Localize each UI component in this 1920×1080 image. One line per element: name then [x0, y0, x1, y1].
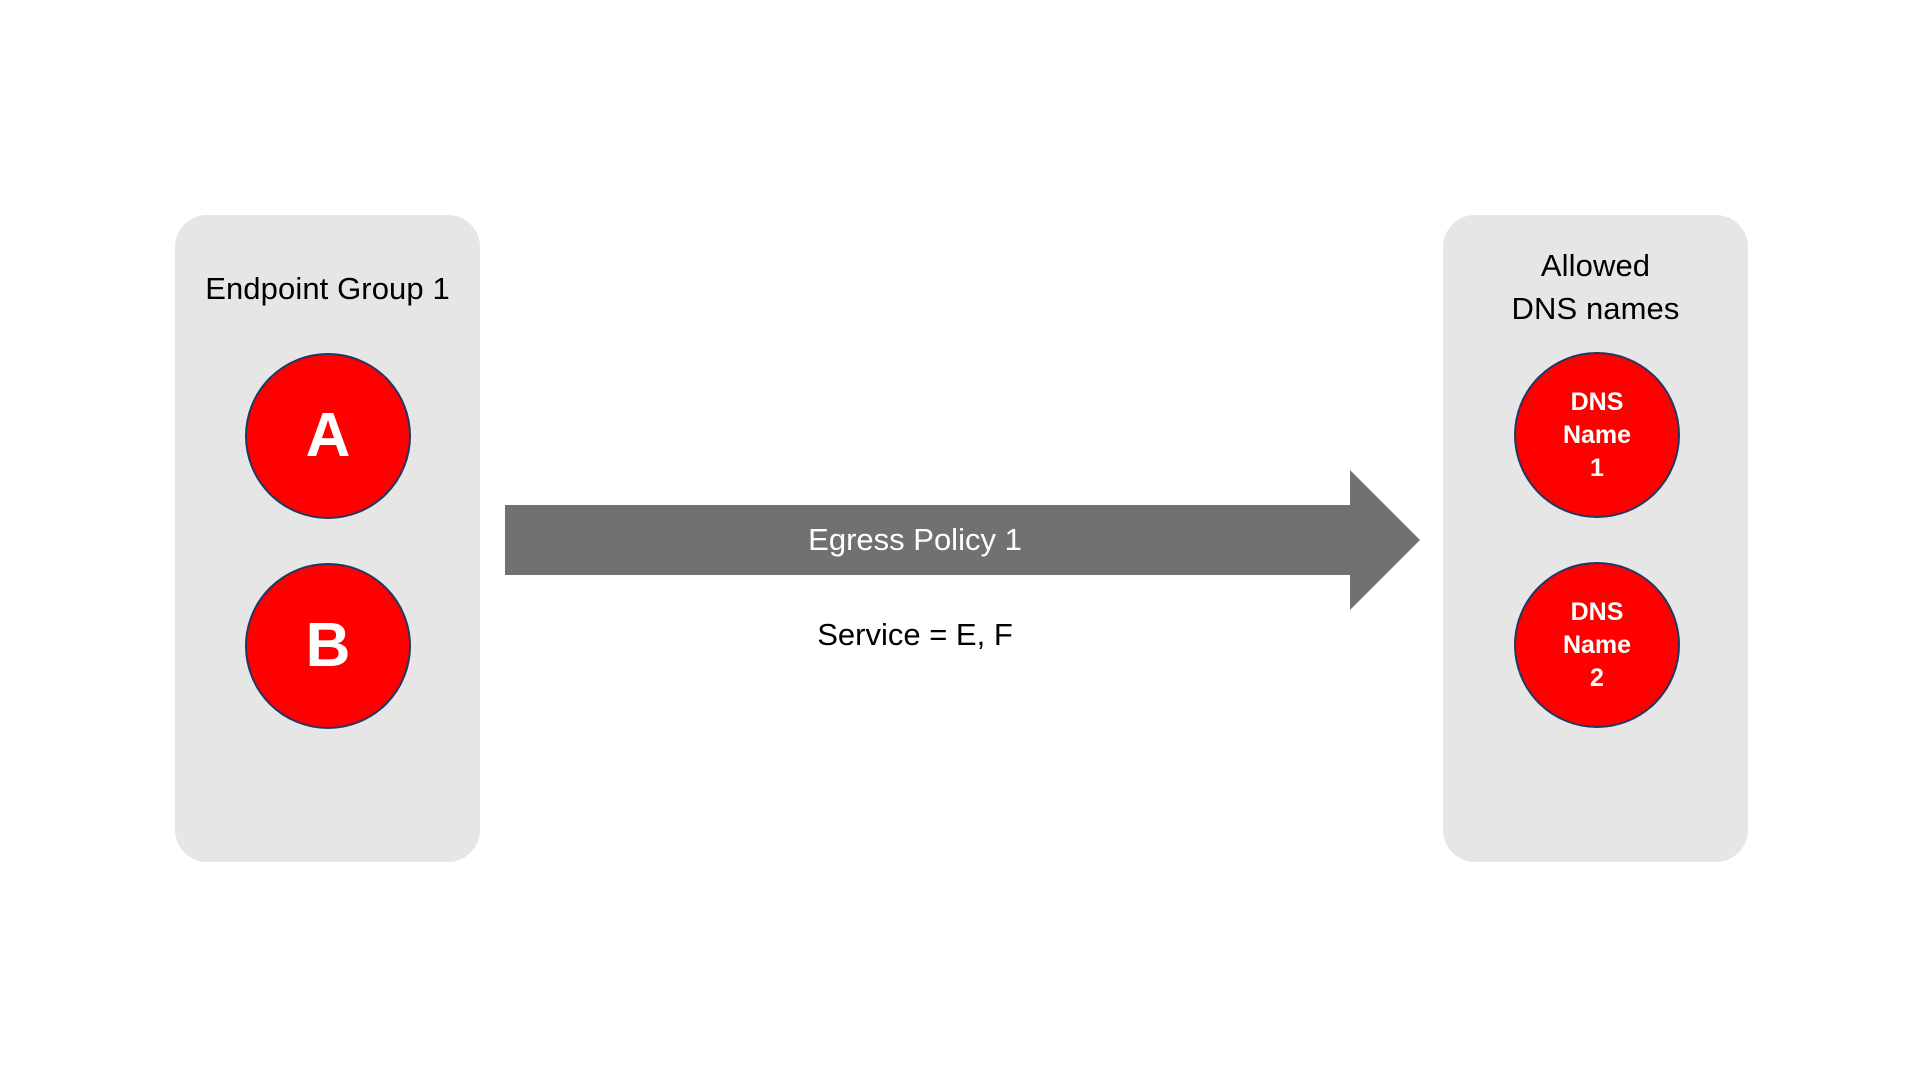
endpoint-node-b[interactable]: B	[245, 563, 411, 729]
dns-node-2[interactable]: DNS Name 2	[1514, 562, 1680, 728]
endpoint-group-title: Endpoint Group 1	[205, 271, 450, 306]
dns-node-2-label: DNS Name 2	[1562, 597, 1632, 692]
dns-node-1-label: DNS Name 1	[1562, 387, 1632, 482]
dns-node-1[interactable]: DNS Name 1	[1514, 352, 1680, 518]
arrow-right-icon	[505, 470, 1420, 610]
egress-policy-arrow[interactable]: Egress Policy 1	[505, 470, 1420, 610]
endpoint-node-a-label: A	[305, 401, 351, 470]
allowed-dns-title: Allowed DNS names	[1511, 248, 1680, 326]
policy-service-label: Service = E, F	[817, 617, 1013, 652]
endpoint-node-b-label: B	[305, 611, 351, 680]
allowed-dns-panel: Allowed DNS names DNS Name 1 DNS Name 2	[1443, 215, 1748, 862]
endpoint-node-a[interactable]: A	[245, 353, 411, 519]
endpoint-group-panel: Endpoint Group 1 A B	[175, 215, 480, 862]
